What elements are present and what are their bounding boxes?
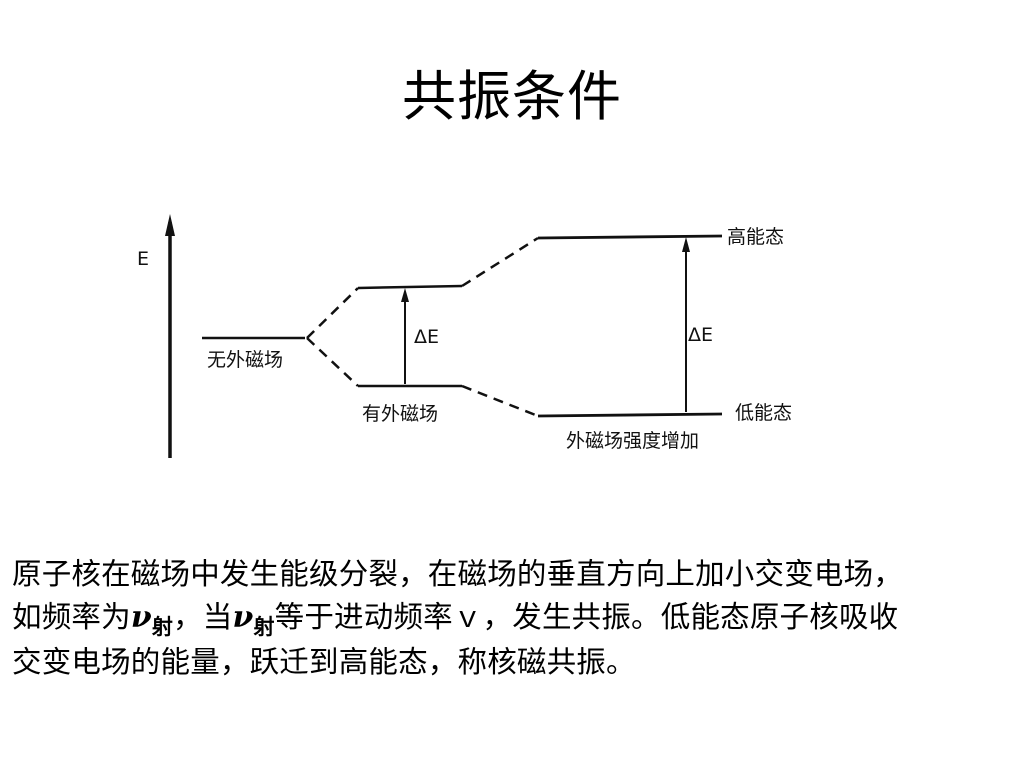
explanation-line-3: 交变电场的能量，跃迁到高能态，称核磁共振。 <box>12 645 636 679</box>
axis-label-e: E <box>137 248 149 270</box>
explanation-line-2-c: 等于进动频率ｖ，发生共振。低能态原子核吸收 <box>274 600 899 634</box>
nu-subscript: 射 <box>151 614 174 639</box>
split-upper-dashed <box>306 287 359 339</box>
energy-axis-arrow <box>165 214 175 236</box>
label-no-field: 无外磁场 <box>207 349 283 371</box>
nu-symbol: ν <box>130 600 152 635</box>
low-state-level <box>537 412 723 418</box>
explanation-paragraph: 原子核在磁场中发生能级分裂，在磁场的垂直方向上加小交变电场， 如频率为ν射，当ν… <box>12 553 1016 684</box>
high-state-level <box>537 234 723 240</box>
delta-e-large-arrowhead <box>682 237 690 252</box>
explanation-line-1: 原子核在磁场中发生能级分裂，在磁场的垂直方向上加小交变电场， <box>12 557 904 591</box>
delta-e-small-arrowhead <box>401 288 409 302</box>
split-lower-dashed <box>306 337 359 387</box>
explanation-line-2-a: 如频率为 <box>12 600 131 634</box>
nu-symbol-2: ν <box>232 600 254 635</box>
explanation-line-2-b: ，当 <box>173 600 233 634</box>
label-delta-e-large: ΔE <box>688 324 713 346</box>
nu-subscript-2: 射 <box>253 614 275 639</box>
label-with-field: 有外磁场 <box>362 403 438 425</box>
explanation-line-2: 如频率为ν射，当ν射等于进动频率ｖ，发生共振。低能态原子核吸收 <box>12 596 1016 641</box>
with-field-upper-level <box>357 284 463 290</box>
label-delta-e-small: ΔE <box>414 326 439 348</box>
increase-upper-dashed <box>461 236 539 288</box>
label-field-increase: 外磁场强度增加 <box>566 430 699 452</box>
slide-title: 共振条件 <box>402 65 622 128</box>
label-low-state: 低能态 <box>735 402 792 424</box>
increase-lower-dashed <box>461 384 539 418</box>
label-high-state: 高能态 <box>727 226 784 248</box>
